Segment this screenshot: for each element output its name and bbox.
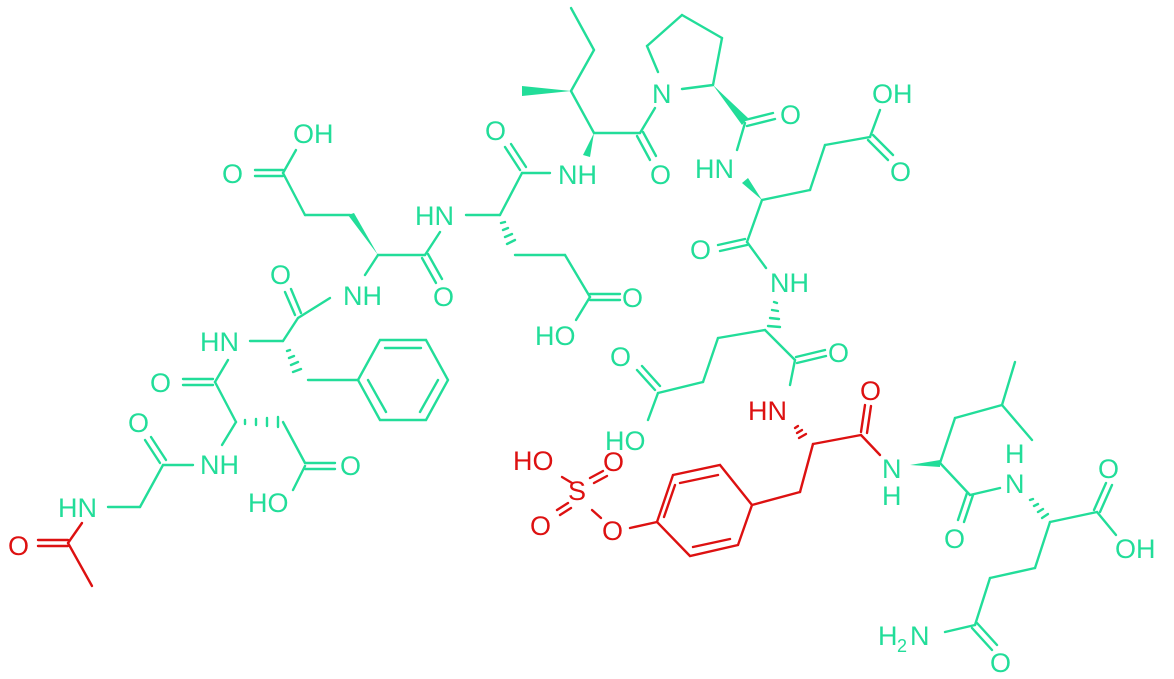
atom-label: HN [748, 396, 787, 426]
atom-label: HN [200, 327, 239, 357]
atom-label: O [890, 157, 911, 187]
atom-label: H [882, 481, 902, 511]
atom-label: NH [558, 160, 597, 190]
atom-label: O [340, 451, 361, 481]
glutamate-4-residue: NH O HO O [605, 268, 849, 456]
atom-label: HN [58, 493, 97, 523]
atom-label: O [610, 342, 631, 372]
isoleucine-residue: NH O [522, 6, 671, 190]
glutamate-2-residue: HN O O HO [415, 116, 643, 351]
atom-label: O [128, 408, 149, 438]
glutamate-1-residue: NH O OH O [222, 119, 454, 312]
atom-label: O [690, 235, 711, 265]
atom-label: O [860, 376, 881, 406]
atom-label: O [944, 524, 965, 554]
atom-label: O [990, 648, 1011, 678]
atom-label: O [603, 447, 624, 477]
glutamate-3-residue: HN OH O O [690, 79, 913, 270]
atom-label: O [1098, 454, 1119, 484]
atom-label: HN [415, 201, 454, 231]
atom-label: O [622, 283, 643, 313]
atom-label: O [828, 338, 849, 368]
atom-label: OH [293, 119, 334, 149]
glutamine-residue: H N O OH O H 2 N [878, 439, 1156, 678]
atom-label: O [270, 260, 291, 290]
atom-label: N [882, 454, 902, 484]
atom-label: HO [605, 426, 646, 456]
atom-label: N [652, 79, 672, 109]
atom-label: HO [535, 321, 576, 351]
atom-label: O [433, 282, 454, 312]
subscript-label: 2 [897, 636, 907, 656]
acetyl-group: O [8, 521, 94, 588]
atom-label: S [568, 476, 586, 506]
leucine-residue: N H O [882, 360, 1034, 554]
atom-label: O [780, 100, 801, 130]
atom-label: HO [248, 488, 289, 518]
aspartate-residue: NH O O HO [150, 358, 361, 518]
atom-label: N [1005, 469, 1025, 499]
atom-label: NH [770, 268, 809, 298]
atom-label: O [222, 159, 243, 189]
atom-label: O [485, 116, 506, 146]
atom-label: O [650, 160, 671, 190]
atom-label: NH [343, 281, 382, 311]
atom-label: HO [513, 446, 554, 476]
glycine-residue: HN O [58, 408, 195, 523]
atom-label: H [1005, 439, 1025, 469]
atom-label: N [910, 621, 930, 651]
atom-label: NH [200, 450, 239, 480]
atom-label: O [530, 511, 551, 541]
sulfotyrosine-residue: HN O O S HO O O [513, 376, 882, 558]
atom-label: H [878, 621, 898, 651]
phenylalanine-residue: HN O [200, 260, 450, 422]
proline-residue: N O [645, 13, 801, 152]
atom-label: O [8, 531, 29, 561]
atom-label: HN [695, 154, 734, 184]
atom-label: O [150, 368, 171, 398]
atom-label: O [602, 516, 623, 546]
atom-label: OH [872, 79, 913, 109]
atom-label: OH [1115, 534, 1156, 564]
